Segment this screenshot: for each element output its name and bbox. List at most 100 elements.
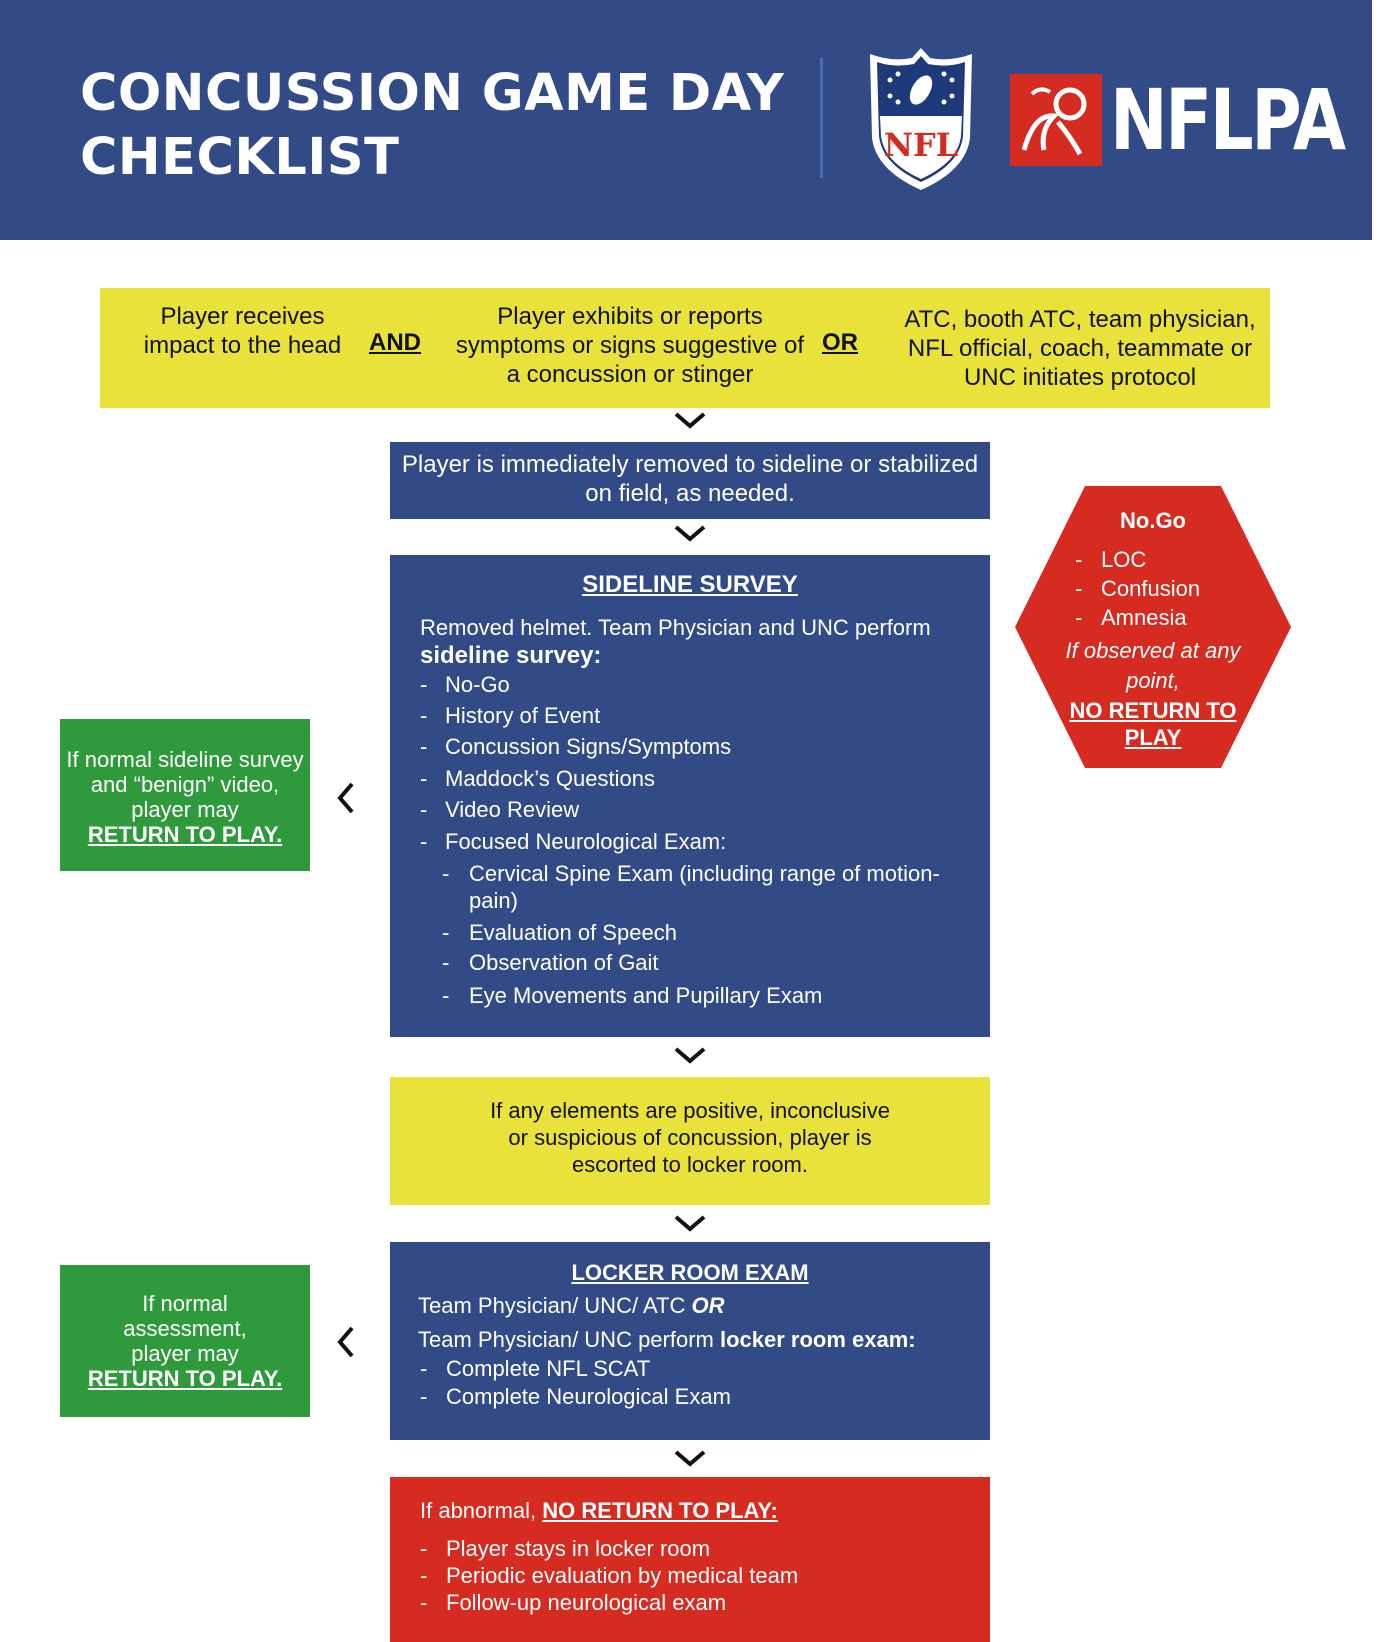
condition-impact: Player receives impact to the head [143, 303, 342, 359]
chevron-down-icon [674, 1450, 706, 1467]
dash: - [1075, 605, 1083, 630]
chevron-down-icon [674, 525, 706, 542]
page-title-line1: CONCUSSION GAME DAY [80, 64, 785, 123]
nogo-note: If observed at any point, [1065, 638, 1241, 693]
condition-protocol-initiated: ATC, booth ATC, team physician, NFL offi… [904, 306, 1256, 391]
survey-sub-item-label: Eye Movements and Pupillary Exam [469, 983, 823, 1008]
survey-item: -Focused Neurological Exam: [420, 829, 726, 855]
locker-exam-item-label: Complete NFL SCAT [446, 1356, 651, 1381]
dash: - [442, 983, 450, 1008]
chevron-down-icon [674, 412, 706, 429]
survey-item: -No-Go [420, 672, 510, 698]
sideline-survey-intro-bold: sideline survey: [420, 642, 602, 669]
survey-sub-item: -Eye Movements and Pupillary Exam [442, 982, 942, 1009]
abnormal-item-label: Follow-up neurological exam [446, 1590, 727, 1615]
page-title: CONCUSSION GAME DAY CHECKLIST [80, 62, 784, 190]
survey-sub-item: -Evaluation of Speech [442, 919, 942, 946]
no-return-to-play-box: If abnormal, NO RETURN TO PLAY: -Player … [390, 1477, 990, 1642]
locker-exam-item-label: Complete Neurological Exam [446, 1384, 731, 1409]
abnormal-heading: If abnormal, NO RETURN TO PLAY: [420, 1497, 778, 1525]
nogo-item: -Confusion [1075, 575, 1200, 603]
condition-symptoms: Player exhibits or reports symptoms or s… [455, 303, 805, 388]
locker-room-exam-title: LOCKER ROOM EXAM [571, 1260, 809, 1285]
survey-sub-item-label: Evaluation of Speech [469, 920, 677, 945]
nfl-logo: NFL [870, 48, 972, 190]
survey-item-label: Maddock’s Questions [445, 766, 655, 791]
sideline-survey-box: SIDELINE SURVEY Removed helmet. Team Phy… [390, 555, 990, 1037]
chevron-down-icon [674, 1215, 706, 1232]
removed-text: Player is immediately removed to sidelin… [401, 451, 979, 507]
nogo-hexagon: No.Go -LOC -Confusion -Amnesia If observ… [1015, 486, 1291, 768]
locker-return-to-play-box: If normal assessment, player may RETURN … [60, 1265, 310, 1417]
survey-item-label: No-Go [445, 672, 510, 697]
nogo-item-label: LOC [1101, 547, 1147, 572]
dash: - [420, 703, 428, 728]
dash: - [442, 861, 450, 886]
abnormal-lead: If abnormal, [420, 1498, 543, 1523]
dash: - [420, 829, 428, 854]
locker-room-exam-box: LOCKER ROOM EXAM Team Physician/ UNC/ AT… [390, 1242, 990, 1440]
trigger-conditions-box: Player receives impact to the head AND P… [100, 288, 1270, 408]
survey-item: -History of Event [420, 703, 600, 729]
abnormal-item-label: Periodic evaluation by medical team [446, 1563, 799, 1588]
abnormal-item: -Follow-up neurological exam [420, 1589, 726, 1617]
survey-sub-item: -Cervical Spine Exam (including range of… [442, 860, 942, 914]
locker-exam-line2-bold: locker room exam: [719, 1327, 916, 1352]
dash: - [420, 797, 428, 822]
dash: - [420, 1384, 428, 1409]
survey-item-label: Focused Neurological Exam: [445, 829, 727, 854]
sideline-survey-intro: Removed helmet. Team Physician and UNC p… [420, 614, 980, 670]
survey-rtp-text: If normal sideline survey and “benign” v… [66, 747, 304, 822]
sideline-survey-intro-text: Removed helmet. Team Physician and UNC p… [420, 615, 931, 640]
dash: - [420, 672, 428, 697]
dash: - [420, 766, 428, 791]
survey-item-label: History of Event [445, 703, 601, 728]
and-label: AND [369, 329, 421, 356]
abnormal-item: -Periodic evaluation by medical team [420, 1562, 798, 1590]
escort-text: If any elements are positive, inconclusi… [490, 1098, 890, 1177]
locker-exam-item: -Complete Neurological Exam [420, 1383, 731, 1411]
dash: - [420, 1536, 428, 1561]
locker-exam-item: -Complete NFL SCAT [420, 1355, 650, 1383]
nogo-no-return-to-play: NO RETURN TO PLAY [1069, 698, 1237, 750]
page-title-line2: CHECKLIST [80, 128, 400, 187]
survey-item: -Video Review [420, 797, 579, 823]
survey-item-label: Video Review [445, 797, 580, 822]
escort-to-locker-room-box: If any elements are positive, inconclusi… [390, 1077, 990, 1205]
dash: - [420, 734, 428, 759]
survey-item: -Concussion Signs/Symptoms [420, 734, 731, 760]
dash: - [442, 920, 450, 945]
dash: - [442, 950, 450, 975]
survey-return-to-play-box: If normal sideline survey and “benign” v… [60, 719, 310, 871]
nflpa-logo-text: NFLPA [1110, 71, 1346, 169]
nogo-item: -Amnesia [1075, 604, 1187, 632]
dash: - [420, 1563, 428, 1588]
chevron-down-icon [674, 1047, 706, 1064]
dash: - [1075, 547, 1083, 572]
abnormal-item-label: Player stays in locker room [446, 1536, 711, 1561]
locker-exam-line1-text: Team Physician/ UNC/ ATC [418, 1293, 692, 1318]
locker-rtp-text: If normal assessment, player may [123, 1291, 247, 1366]
dash: - [420, 1356, 428, 1381]
locker-exam-line2-text: Team Physician/ UNC perform [418, 1327, 720, 1352]
nogo-item-label: Amnesia [1101, 605, 1187, 630]
survey-sub-item: -Observation of Gait [442, 949, 942, 976]
hexagon-shape [1015, 486, 1291, 768]
abnormal-item: -Player stays in locker room [420, 1535, 710, 1563]
chevron-left-icon [337, 1326, 354, 1358]
abnormal-no-return: NO RETURN TO PLAY: [542, 1498, 778, 1523]
header-banner: CONCUSSION GAME DAY CHECKLIST NFL NFLPA [0, 0, 1372, 240]
survey-rtp-label: RETURN TO PLAY. [87, 822, 283, 847]
nogo-item: -LOC [1075, 546, 1146, 574]
nfl-logo-text: NFL [884, 126, 958, 164]
survey-sub-item-label: Cervical Spine Exam (including range of … [469, 861, 940, 913]
survey-sub-item-label: Observation of Gait [469, 950, 659, 975]
sideline-survey-title: SIDELINE SURVEY [582, 571, 798, 598]
locker-rtp-label: RETURN TO PLAY. [87, 1366, 283, 1391]
header-divider [820, 58, 823, 178]
survey-item-label: Concussion Signs/Symptoms [445, 734, 732, 759]
chevron-left-icon [337, 782, 354, 814]
locker-exam-or: OR [691, 1293, 725, 1318]
or-label: OR [822, 329, 858, 356]
removed-to-sideline-box: Player is immediately removed to sidelin… [390, 442, 990, 519]
